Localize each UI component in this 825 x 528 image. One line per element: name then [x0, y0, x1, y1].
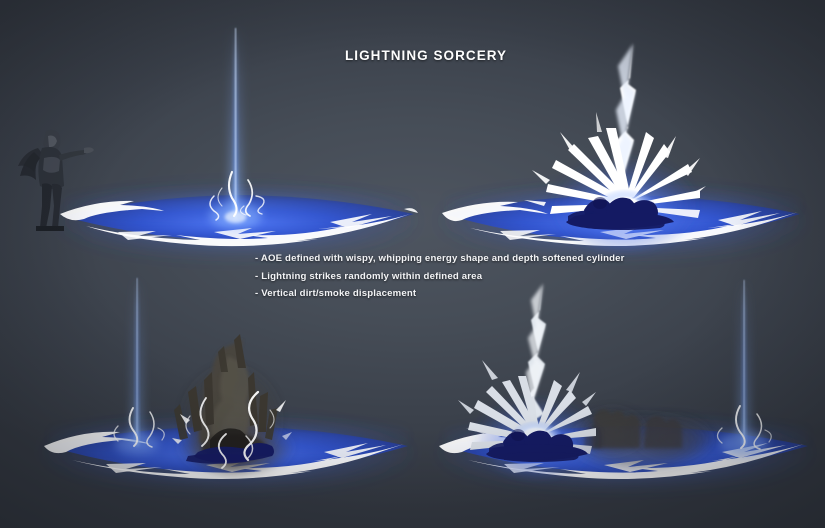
beam-base-arcs — [113, 407, 165, 448]
page-title: LIGHTNING SORCERY — [345, 48, 508, 63]
note-marker: - — [255, 270, 259, 282]
debris-chunks — [486, 429, 588, 462]
notes-list: - AOE defined with wispy, whipping energ… — [255, 250, 625, 303]
main-bolt — [526, 282, 546, 422]
note-item: - AOE defined with wispy, whipping energ… — [255, 250, 625, 268]
plume-spark-flecks — [172, 400, 292, 444]
note-item: - Vertical dirt/smoke displacement — [255, 285, 625, 303]
note-marker: - — [255, 288, 259, 299]
hooded-sorcerer — [18, 129, 94, 231]
aoe-rim-crackle — [60, 200, 418, 247]
note-item: - Lightning strikes randomly within defi… — [255, 268, 625, 286]
beam-base-arcs — [209, 170, 265, 221]
spark-flecks — [524, 112, 706, 206]
debris-chunks — [566, 197, 674, 230]
spark-flecks — [458, 360, 596, 434]
note-marker: - — [255, 253, 259, 264]
beam-base-arcs — [716, 405, 772, 450]
plume-lightning-arcs — [185, 390, 275, 469]
dirt-shards — [174, 334, 278, 440]
note-text: Lightning strikes randomly within define… — [261, 270, 483, 282]
note-text: AOE defined with wispy, whipping energy … — [260, 253, 625, 264]
note-text: Vertical dirt/smoke displacement — [261, 288, 417, 299]
